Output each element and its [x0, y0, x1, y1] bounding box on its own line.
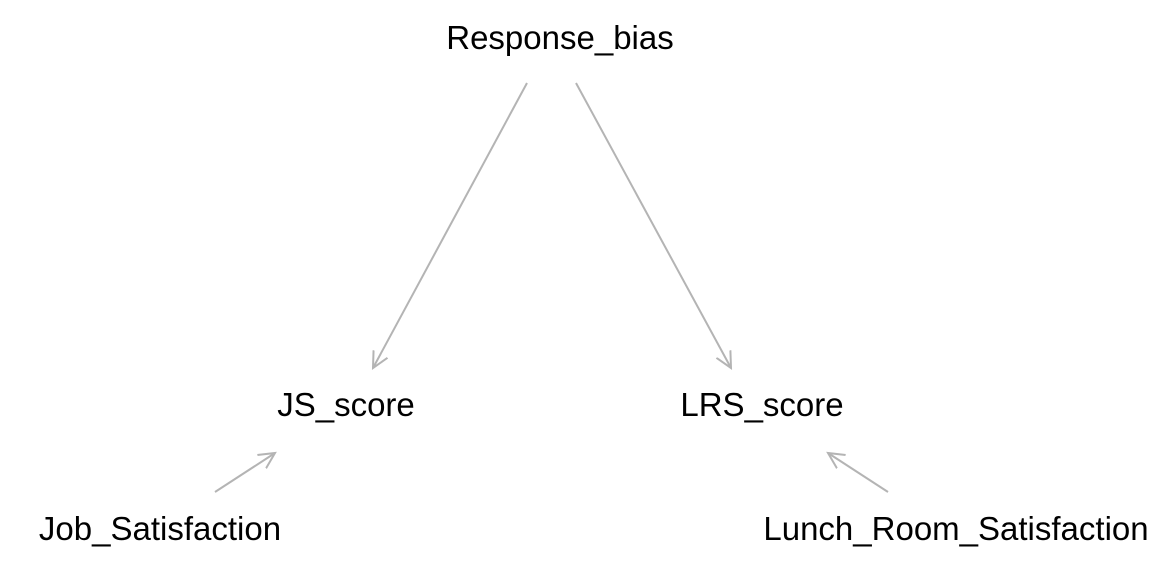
edge-job_satisfaction-to-js_score — [214, 453, 275, 493]
node-label-lunch_room_satisfaction: Lunch_Room_Satisfaction — [763, 510, 1149, 547]
edge-lunch_room_satisfaction-to-lrs_score — [828, 453, 889, 493]
node-label-job_satisfaction: Job_Satisfaction — [38, 510, 282, 547]
node-label-js_score: JS_score — [277, 386, 415, 423]
edge-response_bias-to-lrs_score — [575, 82, 731, 368]
edge-response_bias-to-js_score — [373, 82, 528, 368]
node-label-lrs_score: LRS_score — [680, 386, 844, 423]
edges-group — [214, 82, 889, 493]
node-label-response_bias: Response_bias — [446, 19, 674, 56]
